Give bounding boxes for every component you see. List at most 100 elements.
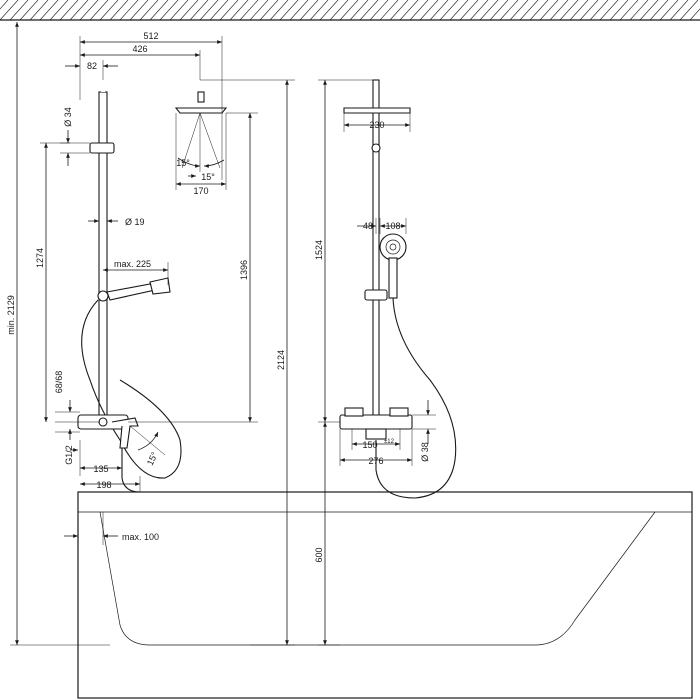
overhead-shower-head	[174, 107, 228, 114]
dim-512: 512	[143, 31, 158, 41]
hatch-line	[539, 0, 559, 21]
dimension-labels: 512 426 82 Ø 34 15° 15° 170 Ø 19 max. 22…	[6, 31, 430, 563]
hatch-line	[639, 0, 659, 21]
hatch-line	[239, 0, 259, 21]
hatch-line	[99, 0, 119, 21]
dimension-lines	[10, 22, 436, 646]
front-thermostat-mixer	[339, 414, 413, 430]
hatch-line	[219, 0, 239, 21]
hatch-line	[319, 0, 339, 21]
dim-426: 426	[132, 44, 147, 54]
dim-135: 135	[93, 464, 108, 474]
dim-198: 198	[96, 480, 111, 490]
dim-48: 48	[363, 221, 373, 231]
hatch-line	[29, 0, 49, 21]
hatch-line	[149, 0, 169, 21]
hatch-line	[209, 0, 229, 21]
hatch-line	[269, 0, 289, 21]
hatch-line	[39, 0, 59, 21]
hatch-line	[439, 0, 459, 21]
shower-hose	[81, 299, 182, 479]
hatch-line	[329, 0, 349, 21]
ceiling	[0, 0, 700, 21]
hatch-line	[129, 0, 149, 21]
front-view	[339, 79, 457, 499]
hatch-line	[249, 0, 269, 21]
hatch-line	[469, 0, 489, 21]
dim-max-100: max. 100	[122, 532, 159, 542]
dim-170: 170	[193, 186, 208, 196]
hatch-line	[429, 0, 449, 21]
dim-82: 82	[87, 61, 97, 71]
hatch-line	[479, 0, 499, 21]
hatch-line	[519, 0, 539, 21]
side-view	[77, 78, 228, 493]
dim-max-225: max. 225	[114, 259, 151, 269]
hatch-line	[409, 0, 429, 21]
hatch-line	[309, 0, 329, 21]
hatch-line	[689, 8, 700, 21]
dim-108: 108	[385, 221, 400, 231]
hatch-line	[449, 0, 469, 21]
hatch-line	[399, 0, 419, 21]
hand-shower	[106, 283, 157, 301]
hatch-line	[279, 0, 299, 21]
dim-1396: 1396	[239, 260, 249, 280]
hatch-line	[559, 0, 579, 21]
hatch-line	[59, 0, 79, 21]
hatch-line	[109, 0, 129, 21]
hatch-line	[299, 0, 319, 21]
dim-d34: Ø 34	[63, 107, 73, 127]
hatch-line	[69, 0, 89, 21]
hatch-line	[669, 0, 689, 21]
hatch-line	[529, 0, 549, 21]
hatch-line	[549, 0, 569, 21]
pipe-clamp	[89, 142, 115, 154]
hatch-line	[379, 0, 399, 21]
dim-230: 230	[369, 120, 384, 130]
hatch-line	[179, 0, 199, 21]
hatch-line	[499, 0, 519, 21]
hatch-line	[229, 0, 249, 21]
dim-g12: G1/2	[64, 445, 74, 465]
hatch-line	[489, 0, 509, 21]
hatch-line	[49, 0, 69, 21]
hatch-line	[369, 0, 389, 21]
front-riser-pipe	[372, 109, 380, 423]
hatch-line	[389, 0, 409, 21]
hatch-line	[419, 0, 439, 21]
hatch-line	[139, 0, 159, 21]
dim-150: 150	[362, 440, 377, 450]
dim-150-tolerance: ±12	[384, 439, 395, 445]
hatch-line	[259, 0, 279, 21]
hatch-line	[79, 0, 99, 21]
hatch-line	[9, 0, 29, 21]
hatch-line	[509, 0, 529, 21]
dim-min-2129: min. 2129	[6, 295, 16, 335]
front-hand-shower-head	[379, 233, 407, 261]
hatch-line	[199, 0, 219, 21]
ceiling-hatching	[0, 0, 700, 21]
hatch-line	[629, 0, 649, 21]
dim-15-right: 15°	[201, 172, 215, 182]
dim-2124: 2124	[276, 350, 286, 370]
hatch-line	[619, 0, 639, 21]
dim-15-left: 15°	[176, 158, 190, 168]
dim-1524: 1524	[314, 240, 324, 260]
dim-600: 600	[314, 547, 324, 562]
hatch-line	[359, 0, 379, 21]
front-slide-holder	[364, 289, 388, 301]
hatch-line	[459, 0, 479, 21]
hatch-line	[0, 0, 9, 10]
hatch-line	[0, 0, 19, 21]
hatch-line	[599, 0, 619, 21]
dim-1274: 1274	[35, 248, 45, 268]
hatch-line	[159, 0, 179, 21]
hatch-line	[119, 0, 139, 21]
hatch-line	[649, 0, 669, 21]
hatch-line	[679, 0, 699, 21]
hatch-line	[579, 0, 599, 21]
riser-pipe	[98, 91, 108, 423]
dim-68-68: 68/68	[54, 371, 64, 394]
